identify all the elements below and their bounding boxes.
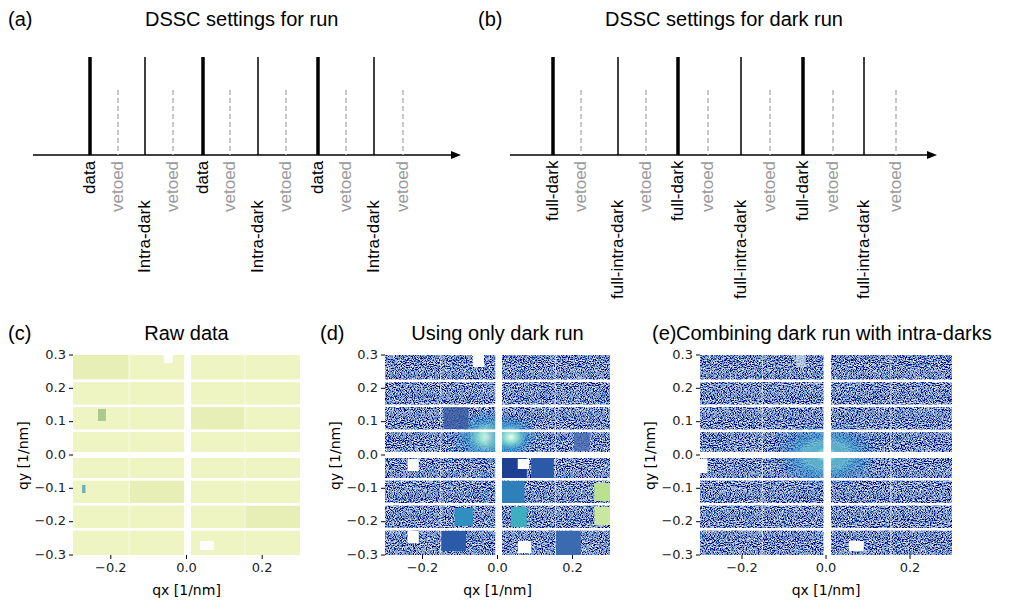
axis-label: qx [1/nm] xyxy=(463,582,532,598)
tick-label: −0.2 xyxy=(34,514,66,529)
pulse-label: full-intra-dark xyxy=(731,200,751,299)
vetoed-label: vetoed xyxy=(823,161,843,212)
pulse-label: Intra-dark xyxy=(135,200,155,273)
pulse-label: Intra-dark xyxy=(248,200,268,273)
tick-label: −0.2 xyxy=(346,514,378,529)
panel-letter: (d) xyxy=(320,322,344,345)
tick-label: 0.1 xyxy=(45,414,66,429)
pulse-label: full-dark xyxy=(543,161,563,221)
vetoed-label: vetoed xyxy=(108,161,128,212)
tick-label: 0.2 xyxy=(357,381,378,396)
vetoed-label: vetoed xyxy=(760,161,780,212)
tick-label: −0.1 xyxy=(34,481,66,496)
tick-label: −0.2 xyxy=(95,561,127,576)
tick-label: 0.3 xyxy=(672,348,693,363)
pulse-label: full-dark xyxy=(793,161,813,221)
vetoed-label: vetoed xyxy=(698,161,718,212)
tick-label: −0.3 xyxy=(346,548,378,563)
panel-title: DSSC settings for run xyxy=(145,8,338,31)
panel-letter: (c) xyxy=(8,322,31,345)
vetoed-label: vetoed xyxy=(220,161,240,212)
tick-label: −0.2 xyxy=(661,514,693,529)
pulse-label: data xyxy=(80,161,100,194)
tick-label: 0.2 xyxy=(562,561,583,576)
panel-letter: (b) xyxy=(478,8,502,31)
vetoed-label: vetoed xyxy=(636,161,656,212)
tick-label: 0.1 xyxy=(672,414,693,429)
tick-label: 0.2 xyxy=(252,561,273,576)
pulse-label: full-intra-dark xyxy=(608,200,628,299)
tick-label: 0.3 xyxy=(357,348,378,363)
tick-label: 0.0 xyxy=(45,448,66,463)
tick-label: −0.3 xyxy=(661,548,693,563)
pulse-label: data xyxy=(193,161,213,194)
tick-label: −0.2 xyxy=(407,561,439,576)
tick-label: −0.1 xyxy=(346,481,378,496)
vetoed-label: vetoed xyxy=(336,161,356,212)
axis-label: qy [1/nm] xyxy=(327,421,343,490)
tick-label: 0.3 xyxy=(45,348,66,363)
tick-label: 0.0 xyxy=(672,448,693,463)
panel-title: Combining dark run with intra-darks xyxy=(676,322,992,345)
vetoed-label: vetoed xyxy=(393,161,413,212)
tick-label: 0.0 xyxy=(176,561,197,576)
panel-title: DSSC settings for dark run xyxy=(605,8,843,31)
pulse-label: full-dark xyxy=(668,161,688,221)
axis-label: qy [1/nm] xyxy=(642,421,658,490)
axis-label: qx [1/nm] xyxy=(152,582,221,598)
axis-label: qy [1/nm] xyxy=(15,421,31,490)
tick-label: 0.0 xyxy=(357,448,378,463)
vetoed-label: vetoed xyxy=(886,161,906,212)
tick-label: 0.2 xyxy=(900,561,921,576)
axis-label: qx [1/nm] xyxy=(792,582,861,598)
panel-letter: (e) xyxy=(652,322,676,345)
vetoed-label: vetoed xyxy=(276,161,296,212)
panel-title: Raw data xyxy=(144,322,229,345)
tick-label: 0.0 xyxy=(816,561,837,576)
pulse-label: full-intra-dark xyxy=(854,200,874,299)
tick-label: 0.2 xyxy=(672,381,693,396)
tick-label: 0.2 xyxy=(45,381,66,396)
tick-label: 0.0 xyxy=(487,561,508,576)
panel-letter: (a) xyxy=(8,8,32,31)
tick-label: −0.1 xyxy=(661,481,693,496)
pulse-label: data xyxy=(308,161,328,194)
tick-label: −0.2 xyxy=(726,561,758,576)
vetoed-label: vetoed xyxy=(163,161,183,212)
pulse-label: Intra-dark xyxy=(364,200,384,273)
panel-title: Using only dark run xyxy=(411,322,583,345)
vetoed-label: vetoed xyxy=(571,161,591,212)
tick-label: −0.3 xyxy=(34,548,66,563)
tick-label: 0.1 xyxy=(357,414,378,429)
